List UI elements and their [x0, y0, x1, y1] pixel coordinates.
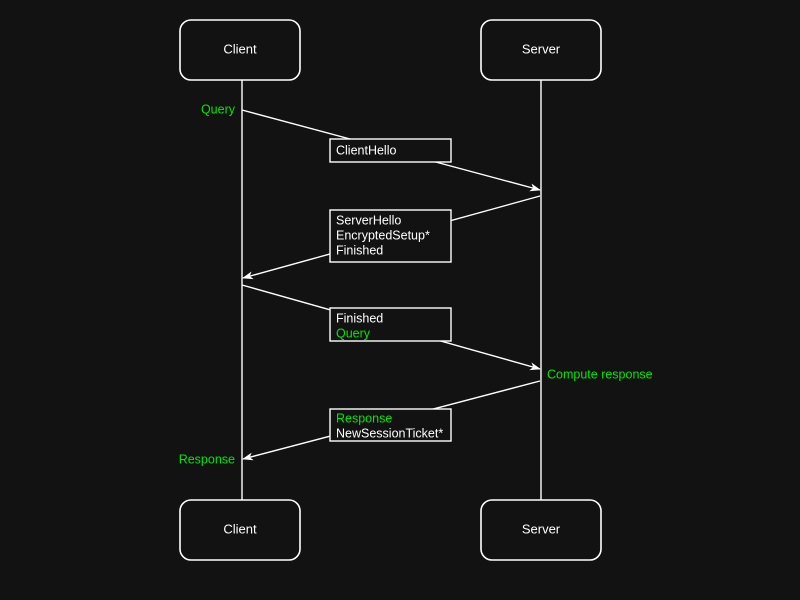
actor-label-server-top: Server: [522, 41, 561, 56]
message-box-rect-server-response[interactable]: [329, 408, 452, 442]
message-box-rect-server-hello[interactable]: [329, 209, 452, 263]
message-box-client-hello[interactable]: ClientHello: [329, 138, 452, 163]
message-box-server-response[interactable]: Response NewSessionTicket*: [329, 408, 452, 442]
message-line-server-hello-2: Finished: [336, 243, 383, 257]
actor-box-server-bottom[interactable]: [480, 499, 602, 561]
actor-label-server-bottom: Server: [522, 521, 561, 536]
message-line-server-hello-1: EncryptedSetup*: [336, 228, 430, 242]
annotations: Query Compute response Response: [179, 102, 653, 466]
actor-box-client-bottom[interactable]: [179, 499, 301, 561]
actor-box-server-top[interactable]: [480, 19, 602, 81]
message-line-client-hello-0: ClientHello: [336, 143, 396, 157]
lifelines: [241, 80, 542, 500]
actor-server-top[interactable]: Server: [480, 19, 602, 81]
message-line-server-hello-0: ServerHello: [336, 213, 401, 227]
message-box-rect-client-finished-query[interactable]: [329, 307, 452, 342]
actor-box-client-top[interactable]: [179, 19, 301, 81]
annotation-query-label: Query: [201, 102, 236, 116]
annotation-response-label: Response: [179, 452, 235, 466]
actor-client-bottom[interactable]: Client: [179, 499, 301, 561]
actor-label-client-top: Client: [223, 41, 257, 56]
message-box-rect-client-hello[interactable]: [329, 138, 452, 163]
message-line-new-session-ticket: NewSessionTicket*: [336, 426, 443, 440]
actor-label-client-bottom: Client: [223, 521, 257, 536]
message-line-query: Query: [336, 326, 371, 340]
annotation-compute-response-label: Compute response: [547, 367, 653, 381]
message-line-finished: Finished: [336, 311, 383, 325]
message-box-client-finished-query[interactable]: Finished Query: [329, 307, 452, 342]
message-line-response: Response: [336, 411, 392, 425]
message-box-server-hello[interactable]: ServerHello EncryptedSetup* Finished: [329, 209, 452, 263]
actor-server-bottom[interactable]: Server: [480, 499, 602, 561]
actor-client-top[interactable]: Client: [179, 19, 301, 81]
